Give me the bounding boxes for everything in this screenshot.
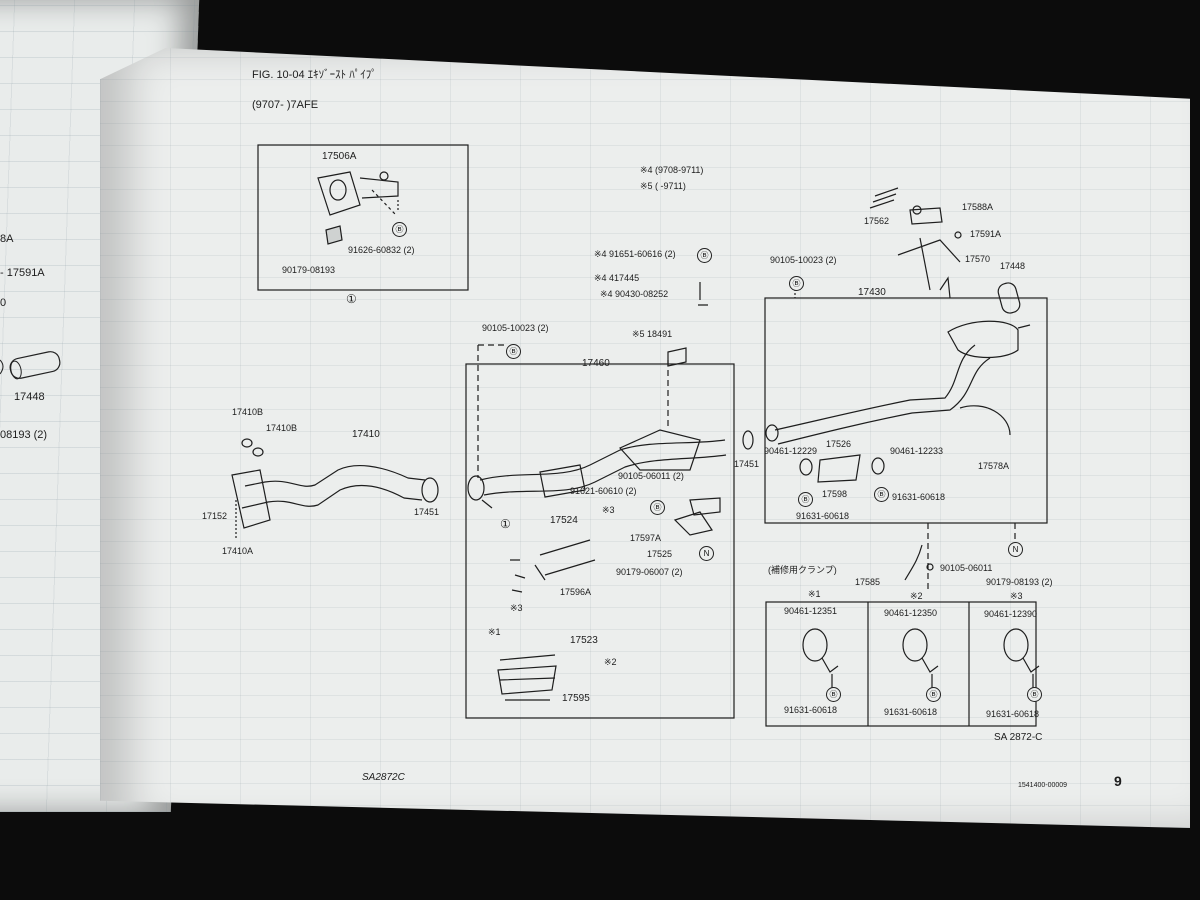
part-number: 90105-10023 (2): [482, 323, 549, 333]
ref-b-icon: Ⓑ: [506, 344, 521, 359]
part-number: 17152: [202, 511, 228, 521]
part-number: 17430: [858, 287, 886, 298]
part-number: ※4 90430-08252: [600, 289, 669, 299]
callout-1: ①: [346, 292, 357, 306]
part-number: 90179-08193 (2): [986, 577, 1053, 587]
part-number: 90461-12229: [764, 446, 818, 456]
ref-b-icon: Ⓑ: [798, 492, 813, 507]
part-number: ※4 417445: [594, 273, 640, 283]
part-number: 90461-12233: [890, 446, 944, 456]
part-number: 17588A: [962, 202, 994, 212]
part-number: 17524: [550, 515, 578, 526]
left-label: 8A: [0, 233, 14, 245]
diagram-code: SA 2872-C: [994, 732, 1043, 743]
ref-n-icon: N: [1008, 542, 1023, 557]
ref-b-icon: Ⓑ: [789, 276, 804, 291]
part-number: 91626-60832 (2): [348, 245, 415, 255]
ref-b-icon: Ⓑ: [650, 500, 665, 515]
part-number: 90105-10023 (2): [770, 255, 837, 265]
small-code: 1541400-00009: [1018, 782, 1068, 789]
note-4: ※4 (9708-9711): [640, 165, 704, 175]
note-5: ※5 ( -9711): [640, 181, 686, 191]
part-number: 17562: [864, 216, 890, 226]
part-number: 17451: [734, 459, 760, 469]
part-number: ※2: [604, 657, 617, 667]
part-number: 90105-06011 (2): [618, 471, 684, 481]
model-range: (9707- )7AFE: [252, 99, 319, 111]
part-number: 17596A: [560, 587, 592, 597]
ref-b-icon: Ⓑ: [826, 687, 841, 702]
part-number: ※4 91651-60616 (2): [594, 249, 676, 259]
part-number: 17410A: [222, 546, 254, 556]
ref-b-icon: Ⓑ: [392, 222, 407, 237]
clamp-mark: ※1: [808, 589, 821, 599]
doc-code: SA2872C: [362, 772, 405, 783]
part-number: 17598: [822, 489, 848, 499]
part-number: 17570: [965, 254, 991, 264]
part-number: 90179-06007 (2): [616, 567, 683, 577]
catalog-page: [100, 48, 1190, 828]
left-label: 0: [0, 297, 7, 309]
part-number: 17460: [582, 358, 610, 369]
callout-1: ①: [500, 517, 511, 531]
clamp-section-title: (補修用クランプ): [768, 565, 837, 575]
part-number: ※3: [602, 505, 615, 515]
part-number: 17523: [570, 635, 598, 646]
part-number: 91631-60618: [986, 709, 1040, 719]
part-number: 90461-12390: [984, 609, 1038, 619]
clamp-mark: ※3: [1010, 591, 1023, 601]
part-number: 91631-60618: [784, 705, 838, 715]
part-number: 91631-60618: [796, 511, 850, 521]
ref-b-icon: Ⓑ: [697, 248, 712, 263]
part-number: 17597A: [630, 533, 662, 543]
part-number: 17525: [647, 549, 673, 559]
part-number: 17578A: [978, 461, 1010, 471]
left-page-drawings: [0, 351, 61, 380]
page-number: 9: [1114, 773, 1122, 789]
left-label: - 17591A: [0, 267, 45, 279]
part-number: 91621-60610 (2): [570, 486, 637, 496]
figure-title: FIG. 10-04 ｴｷｿﾞｰｽﾄ ﾊﾟｲﾌﾟ: [252, 69, 377, 81]
part-number: 90105-06011: [940, 563, 993, 573]
ref-b-icon: Ⓑ: [1027, 687, 1042, 702]
part-number: 17591A: [970, 229, 1002, 239]
part-number: 17410: [352, 429, 380, 440]
part-number: 17448: [1000, 261, 1026, 271]
part-number: 90461-12351: [784, 606, 838, 616]
ref-b-icon: Ⓑ: [926, 687, 941, 702]
part-number: 90461-12350: [884, 608, 938, 618]
left-label: 17448: [14, 391, 45, 403]
clamp-mark: ※2: [910, 591, 923, 601]
part-number: 17410B: [266, 423, 298, 433]
part-number: 91631-60618: [892, 492, 946, 502]
part-number: 17585: [855, 577, 881, 587]
left-label: 08193 (2): [0, 429, 48, 441]
ref-b-icon: Ⓑ: [874, 487, 889, 502]
part-number: 17506A: [322, 151, 357, 162]
part-number: ※5 18491: [632, 329, 673, 339]
part-number: 17595: [562, 693, 590, 704]
part-number: 90179-08193: [282, 265, 336, 275]
part-number: 17410B: [232, 407, 264, 417]
part-number: 17451: [414, 507, 440, 517]
part-number: 91631-60618: [884, 707, 938, 717]
part-number: ※3: [510, 603, 523, 613]
ref-n-icon: N: [699, 546, 714, 561]
part-number: ※1: [488, 627, 501, 637]
part-number: 17526: [826, 439, 852, 449]
